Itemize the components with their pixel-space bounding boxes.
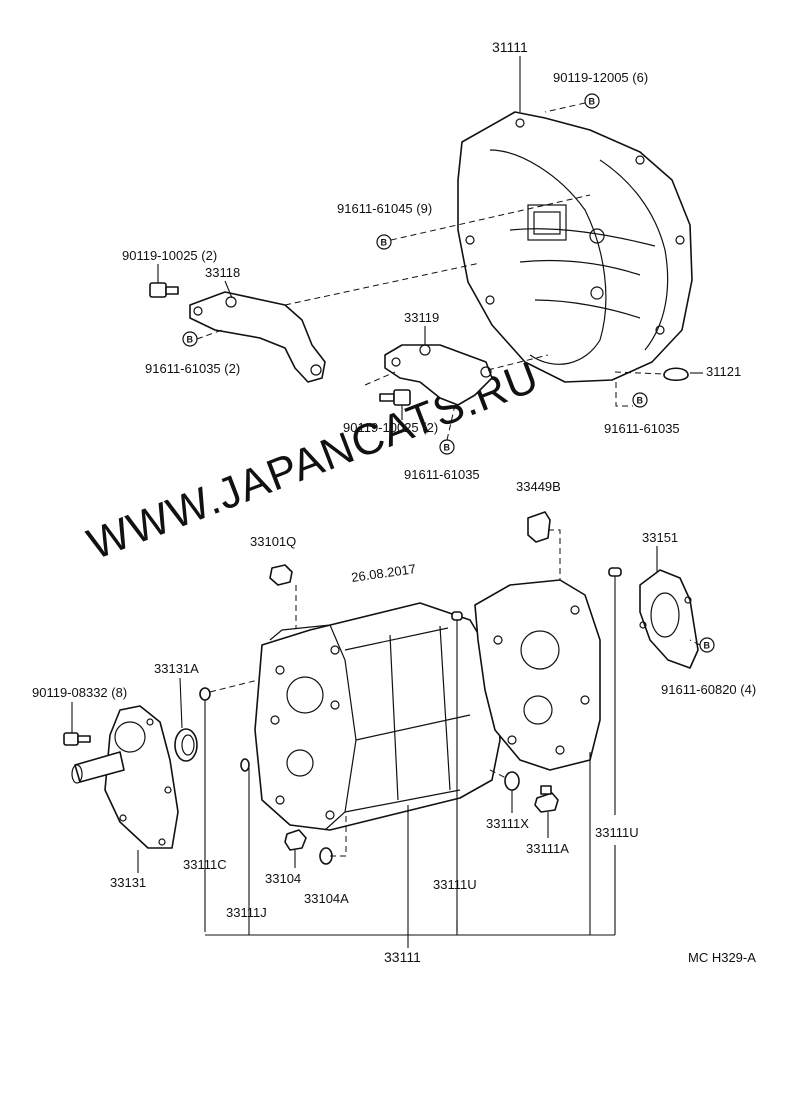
plug-31121-part bbox=[663, 367, 689, 382]
label-retainer-33151: 33151 bbox=[642, 530, 678, 545]
label-pin-33111u-right: 33111U bbox=[595, 825, 639, 840]
label-plug-31121: 31121 bbox=[706, 364, 741, 379]
b-mark-bolt-91611-61035-left: B bbox=[182, 331, 198, 347]
label-pin-33111j: 33111J bbox=[226, 905, 267, 920]
label-bolt-91611-61035-left: 91611-61035 (2) bbox=[145, 361, 240, 376]
label-gasket-33111x: 33111X bbox=[486, 816, 529, 831]
pin-33111c-top-part bbox=[199, 687, 211, 701]
seal-33131a-part bbox=[174, 728, 198, 762]
label-bolt-90119-10025-left: 90119-10025 (2) bbox=[122, 248, 217, 263]
label-pin-33111c: 33111C bbox=[183, 857, 227, 872]
label-pin-33111u-mid: 33111U bbox=[433, 877, 477, 892]
label-plug-33104: 33104 bbox=[265, 871, 301, 886]
b-mark-bolt-91611-61035-mid: B bbox=[439, 439, 455, 455]
watermark-date: 26.08.2017 bbox=[350, 561, 417, 585]
bell-housing-part bbox=[457, 111, 693, 383]
label-bracket-33118: 33118 bbox=[205, 265, 240, 280]
bolt-90119-10025-mid-part bbox=[379, 389, 411, 406]
label-case-33111: 33111 bbox=[384, 949, 421, 965]
svg-text:B: B bbox=[187, 335, 194, 345]
retainer-33151-part bbox=[639, 569, 699, 669]
b-mark-bolt-91611-60820: B bbox=[699, 637, 715, 653]
label-bolt-91611-61035-mid: 91611-61035 bbox=[404, 467, 480, 482]
label-pin-33449b: 33449B bbox=[516, 479, 561, 494]
b-mark-bolt-bell: B bbox=[584, 93, 600, 109]
label-seal-33131a: 33131A bbox=[154, 661, 199, 676]
svg-text:B: B bbox=[589, 97, 596, 107]
label-bolt-91611-61045: 91611-61045 (9) bbox=[337, 201, 432, 216]
label-bolt-90119-08332: 90119-08332 (8) bbox=[32, 685, 127, 700]
svg-text:B: B bbox=[444, 443, 451, 453]
b-mark-bolt-91611-61045: B bbox=[376, 234, 392, 250]
label-gasket-33104a: 33104A bbox=[304, 891, 349, 906]
front-cover-33131-part bbox=[71, 705, 179, 849]
label-cover-33131: 33131 bbox=[110, 875, 146, 890]
b-mark-bolt-91611-61035-right: B bbox=[632, 392, 648, 408]
label-plug-33111a: 33111A bbox=[526, 841, 569, 856]
label-bolt-bell: 90119-12005 (6) bbox=[553, 70, 648, 85]
plug-33104-part bbox=[284, 829, 307, 851]
gasket-33111x-part bbox=[504, 771, 520, 791]
diagram-code: MC H329-A bbox=[688, 950, 756, 965]
pin-33111u-mid-part bbox=[451, 611, 463, 621]
case-bracket-line bbox=[205, 752, 616, 936]
label-plug-33101q: 33101Q bbox=[250, 534, 296, 549]
svg-text:B: B bbox=[704, 641, 711, 651]
plug-33101q-part bbox=[269, 564, 293, 586]
svg-text:B: B bbox=[381, 238, 388, 248]
label-bolt-90119-10025-mid: 90119-10025 (2) bbox=[343, 420, 438, 435]
label-bracket-33119: 33119 bbox=[404, 310, 439, 325]
bolt-90119-10025-left-part bbox=[149, 282, 179, 298]
plug-33111a-part bbox=[534, 785, 559, 813]
bolt-90119-08332-part bbox=[63, 732, 91, 746]
label-bolt-91611-61035-right: 91611-61035 bbox=[604, 421, 680, 436]
label-bell-housing: 31111 bbox=[492, 39, 528, 55]
pin-33111j-part bbox=[240, 758, 250, 772]
bracket-33118-part bbox=[189, 291, 326, 383]
svg-text:B: B bbox=[637, 396, 644, 406]
label-bolt-91611-60820: 91611-60820 (4) bbox=[661, 682, 756, 697]
transmission-case-part bbox=[254, 602, 501, 831]
pin-33449b-part bbox=[527, 511, 551, 543]
pin-33111u-right-part bbox=[608, 567, 622, 577]
